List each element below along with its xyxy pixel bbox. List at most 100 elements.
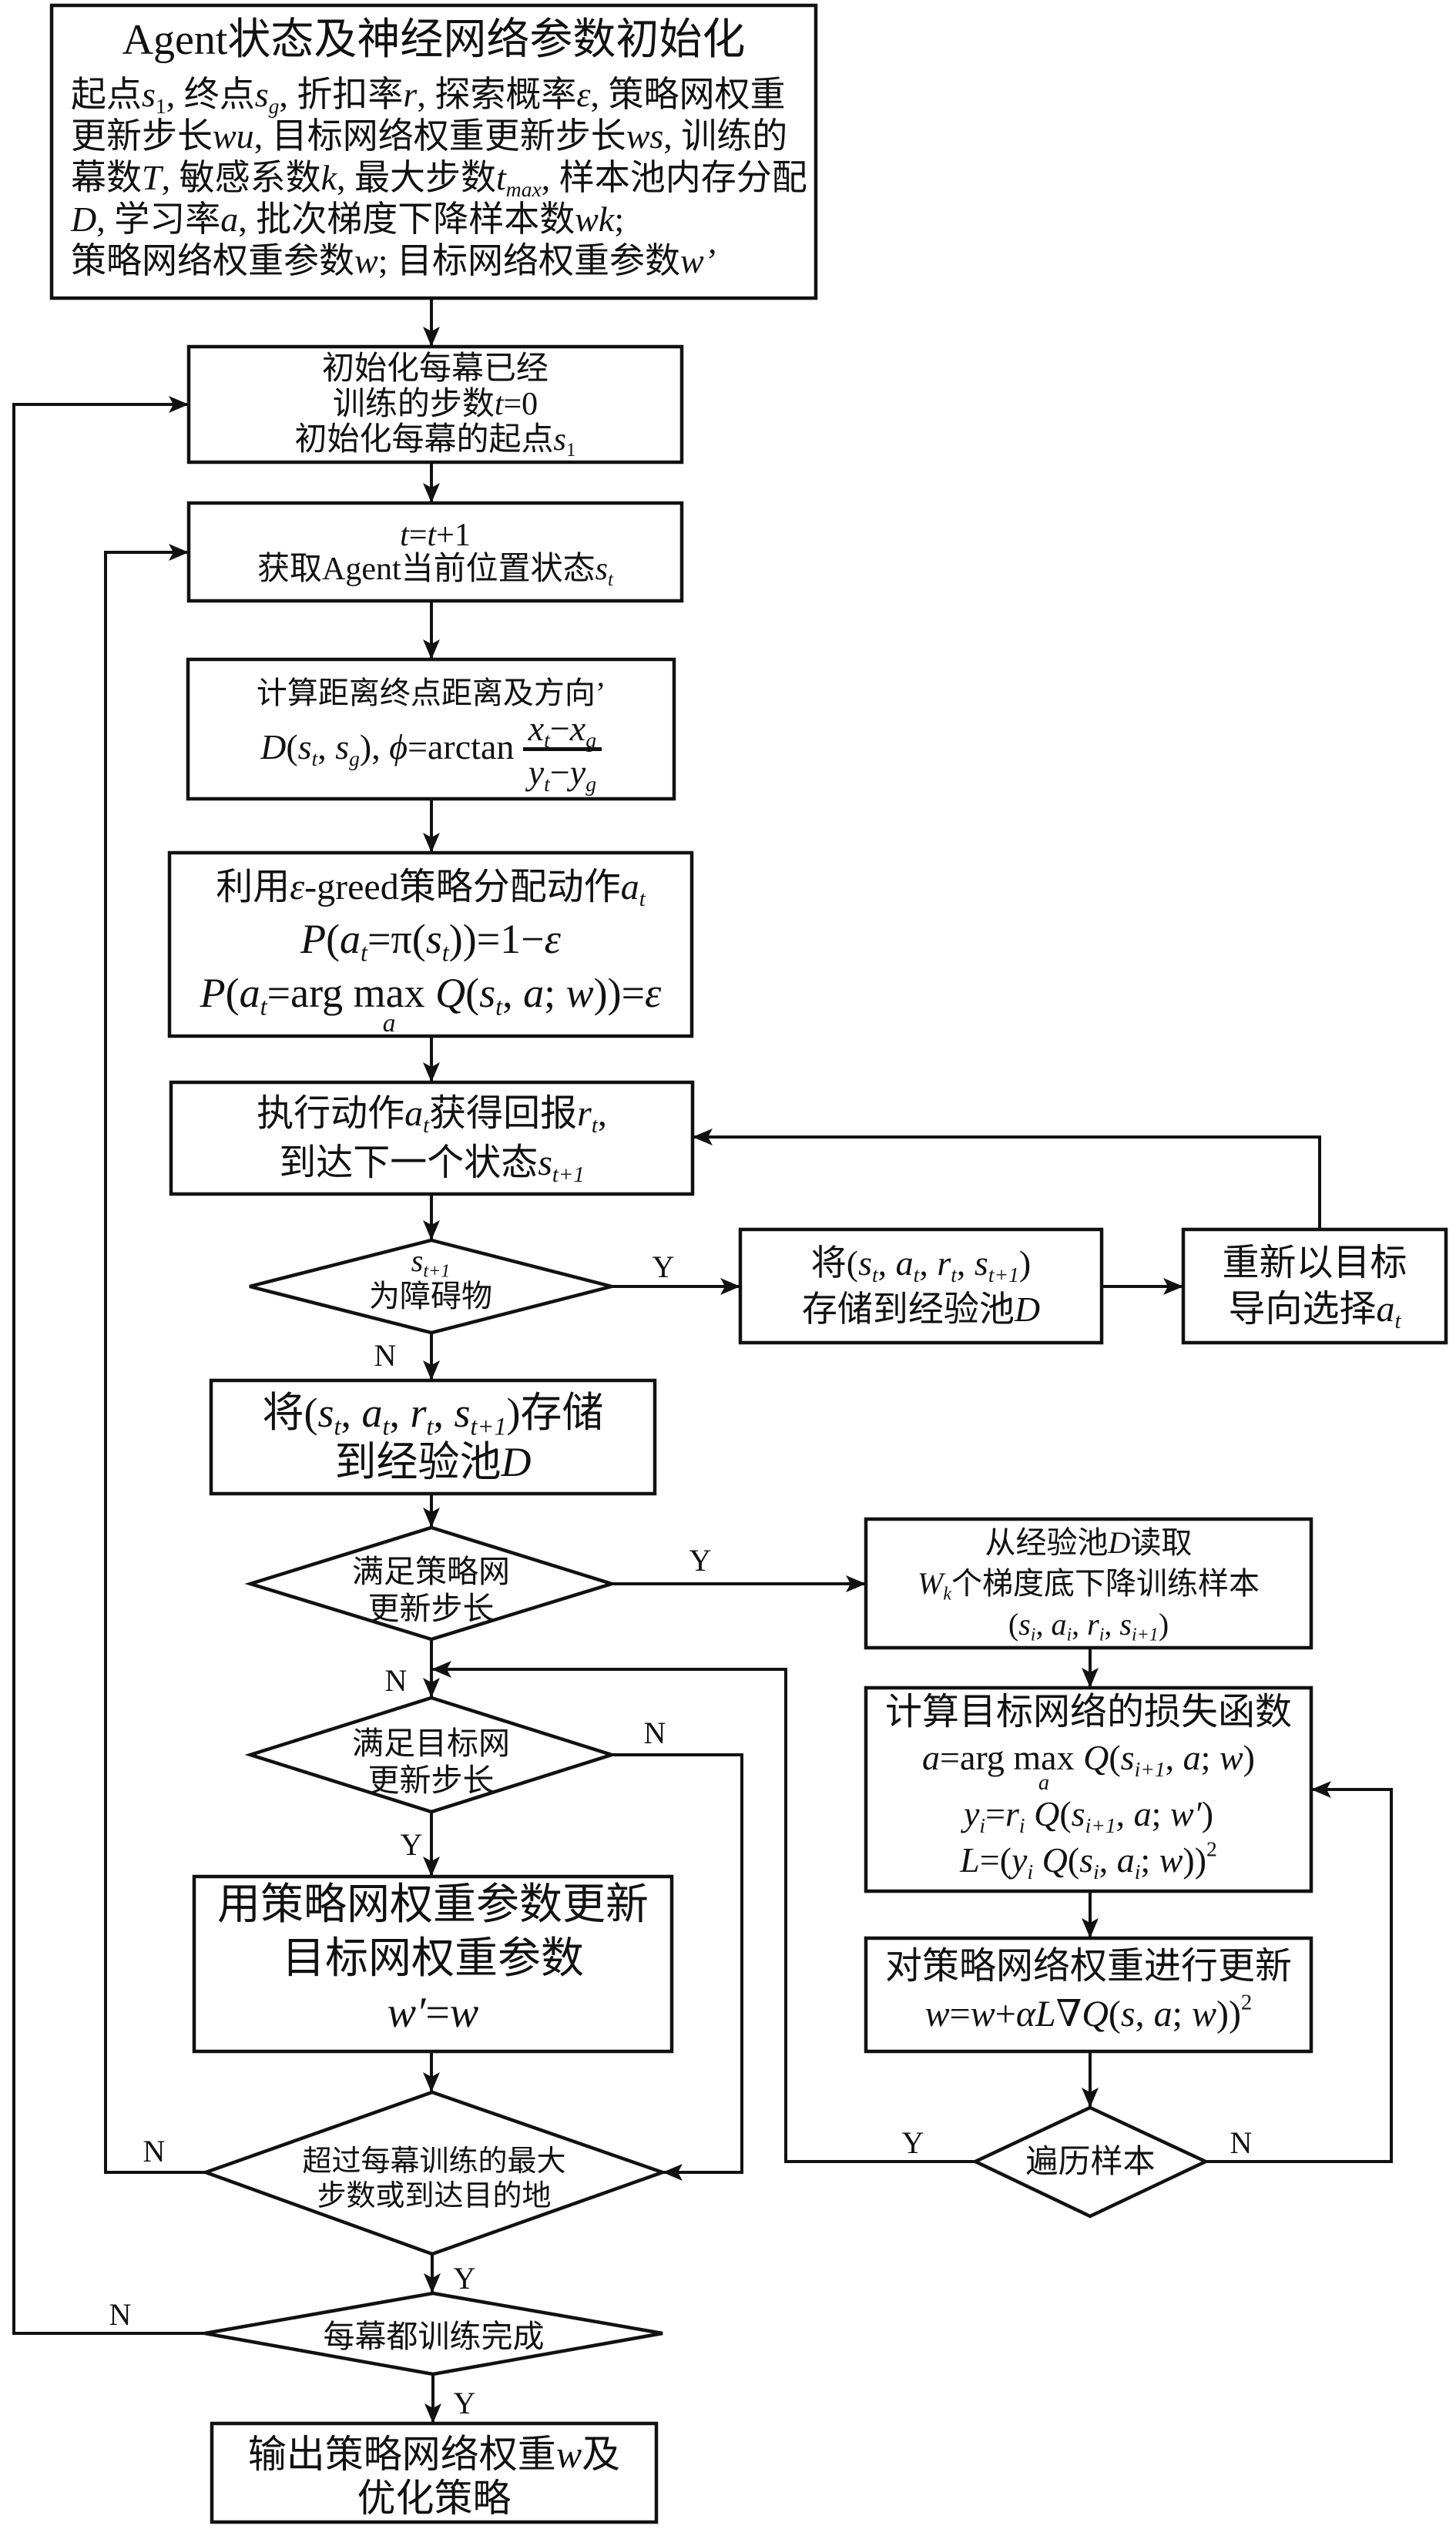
- subscript: i+1: [1131, 1625, 1159, 1645]
- text-run: ,: [1072, 1607, 1088, 1642]
- math-term: Wk: [918, 1566, 951, 1604]
- text-run: )存储: [506, 1389, 604, 1436]
- subscript: t: [311, 746, 318, 770]
- edge-label-policy-update-yes: Y: [689, 1543, 712, 1578]
- obstacle-check-line: st+1: [411, 1243, 450, 1281]
- text-run: ): [1201, 1794, 1214, 1833]
- obstacle-check-text: st+1 为障碍物: [250, 1240, 612, 1333]
- text-run: 读取: [1130, 1525, 1193, 1560]
- edge-label-all-episodes-no: N: [109, 2297, 132, 2332]
- text-run: +1: [436, 517, 471, 553]
- sample-batch-text: 从经验池D读取 Wk个梯度底下降训练样本 (si, ai, ri, si+1): [866, 1519, 1311, 1648]
- math-variable: s: [538, 1142, 552, 1183]
- store-obstacle-text: 将(st, at, rt, st+1) 存储到经验池D: [740, 1229, 1102, 1343]
- policy-update-check-line: 更新步长: [367, 1590, 495, 1626]
- math-variable: αL: [1015, 1993, 1056, 2034]
- episode-end-check-line: 超过每幕训练的最大: [302, 2145, 566, 2178]
- math-term: st+1: [411, 1243, 450, 1281]
- text-run: , 学习率: [96, 200, 221, 239]
- subscript: t: [591, 1112, 598, 1138]
- math-variable: s: [425, 916, 442, 962]
- math-term: wk: [575, 200, 614, 239]
- math-term: s1: [554, 422, 576, 460]
- math-term: st+1: [975, 1243, 1019, 1285]
- update-target-line: 用策略网权重参数更新: [217, 1881, 649, 1929]
- math-variable: wu: [213, 116, 254, 156]
- math-variable: D: [1014, 1289, 1041, 1329]
- math-term: si: [1079, 1840, 1099, 1882]
- subscript: t: [361, 939, 368, 968]
- math-term: rt: [937, 1243, 957, 1285]
- math-variable: a: [361, 1389, 383, 1436]
- math-term: si+1: [1119, 1607, 1159, 1645]
- text-run: (: [465, 970, 480, 1016]
- epsilon-greedy-heading: 利用ε-greed策略分配动作at: [216, 863, 646, 912]
- output-text: 输出策略网络权重w及 优化策略: [212, 2423, 656, 2522]
- init-params-line: 策略网络权重参数w; 目标网络权重参数w’: [71, 240, 716, 282]
- math-variable: w: [565, 970, 594, 1016]
- text-run: 更新步长: [71, 116, 213, 156]
- math-term: a: [1183, 1738, 1201, 1777]
- math-variable: P: [300, 916, 327, 962]
- math-term: w: [450, 1989, 478, 2037]
- edge-label-obstacle-yes: Y: [652, 1249, 675, 1284]
- text-run: ,: [919, 1243, 938, 1283]
- math-term: r: [403, 75, 417, 114]
- math-variable: D: [501, 1438, 532, 1485]
- math-variable: s: [411, 1243, 424, 1278]
- math-term: ε: [645, 970, 661, 1016]
- text-run: 执行动作: [257, 1092, 405, 1134]
- loss-function-formula: yi=ri Q(si+1, a; w′): [964, 1791, 1213, 1837]
- math-variable: s: [1079, 1840, 1094, 1880]
- math-term: a: [523, 970, 544, 1016]
- math-term: ε: [576, 75, 590, 114]
- math-term: T: [142, 158, 162, 197]
- target-update-check-text: 满足目标网 更新步长: [250, 1698, 612, 1812]
- decision-diamond-traverse-samples: [971, 2105, 1210, 2219]
- math-variable: w: [1159, 1840, 1183, 1880]
- store-transition-line: 到经验池D: [335, 1437, 532, 1487]
- text-run: ,: [1035, 1607, 1052, 1642]
- math-variable: r: [1005, 1794, 1019, 1833]
- math-term: sg: [255, 75, 280, 116]
- connector-all-check-no-to-episode-init: [12, 396, 205, 2335]
- text-run: ))=: [593, 970, 646, 1016]
- math-term: k: [321, 158, 337, 197]
- text-run: , 折扣率: [279, 75, 404, 114]
- math-variable: a: [239, 970, 260, 1016]
- math-variable: ε: [290, 867, 305, 907]
- loss-function-formula: L=(yi Q(si, ai; w))2: [960, 1837, 1217, 1883]
- update-policy-line: 对策略网络权重进行更新: [884, 1945, 1292, 1987]
- text-run: ;: [614, 200, 625, 239]
- math-term: xg: [569, 709, 596, 751]
- text-run: [1025, 1794, 1035, 1833]
- store-obstacle-line: 存储到经验池D: [802, 1286, 1040, 1333]
- math-term: a: [220, 200, 238, 239]
- math-term: at: [340, 916, 367, 966]
- edge-label-episode-end-no: N: [143, 2134, 166, 2168]
- text-run: 训练的步数: [332, 387, 495, 422]
- update-target-line: 目标网权重参数: [282, 1935, 584, 1983]
- text-run: 到经验池: [334, 1438, 502, 1485]
- text-run: [1033, 1840, 1042, 1880]
- process-box-init-params: [49, 3, 818, 300]
- text-run: (: [1008, 1607, 1019, 1642]
- math-variable: r: [577, 1092, 592, 1134]
- text-run: ): [1018, 1243, 1032, 1283]
- sample-batch-line: 从经验池D读取: [985, 1522, 1193, 1563]
- math-variable: D: [260, 727, 287, 767]
- text-run: =arctan: [408, 727, 515, 767]
- subscript: t: [260, 993, 267, 1021]
- operator-underscript: a: [1038, 1771, 1050, 1796]
- text-run: ,: [1099, 1840, 1117, 1880]
- store-obstacle-line: 将(st, at, rt, st+1): [811, 1240, 1031, 1286]
- math-variable: w: [924, 1993, 950, 2034]
- math-term: si+1: [1072, 1794, 1116, 1836]
- math-term: si: [1018, 1607, 1035, 1645]
- text-run: 策略网络权重参数: [71, 241, 354, 280]
- text-run: ,: [1104, 1607, 1120, 1642]
- math-variable: x: [569, 709, 586, 748]
